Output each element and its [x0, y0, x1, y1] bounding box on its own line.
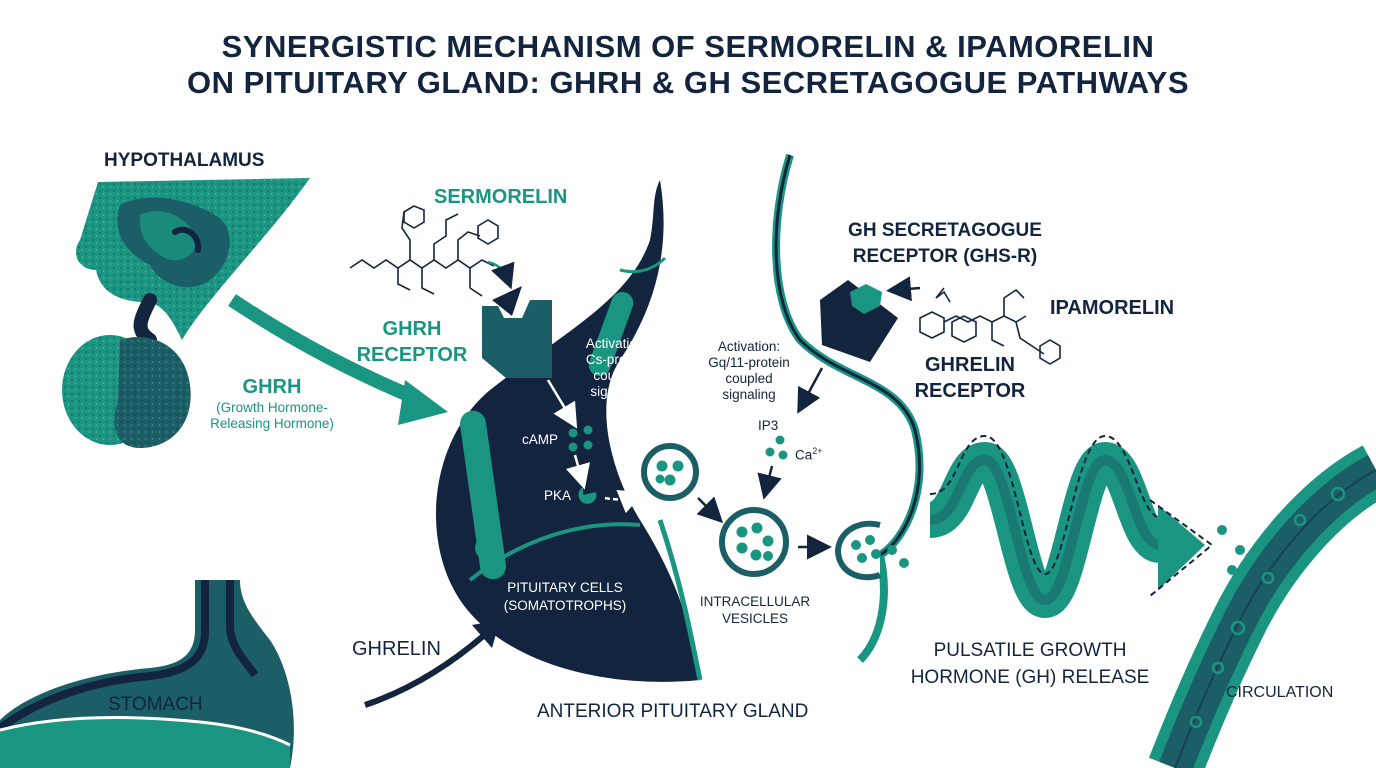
ghrelin-receptor-label-line-2: RECEPTOR [914, 380, 1026, 402]
gq-arrow-2 [757, 465, 782, 500]
anterior-pituitary-gland [436, 153, 924, 682]
ghs-receptor-label-line-1: GH SECRETAGOGUE [848, 220, 1042, 241]
gq-activation-line-3: coupled [725, 371, 773, 386]
ghrelin-arrowhead [472, 620, 500, 648]
gs-activation-line-4: signaling [590, 384, 644, 399]
ghrelin-flow-arrow [364, 629, 490, 708]
gs-activation-line-2: Cs-protein [585, 352, 649, 367]
ghrelin-label: GHRELIN [352, 638, 441, 660]
hypothalamus-illustration [62, 178, 310, 448]
gs-arrow-2 [565, 454, 590, 490]
gq-arrow-1 [797, 367, 824, 414]
ghrh-full-name-line-2: Releasing Hormone) [210, 416, 334, 431]
pka-arrow [604, 489, 645, 514]
vesicles-label-line-2: VESICLES [721, 611, 789, 626]
pka-shape [578, 487, 597, 504]
gs-arrow-1 [546, 379, 578, 429]
camp-molecules [568, 425, 593, 452]
ipamorelin-molecule [919, 287, 1061, 365]
ipamorelin-label: IPAMORELIN [1050, 297, 1175, 319]
camp-label: cAMP [522, 432, 559, 447]
sermorelin-binding-arrow [487, 260, 515, 290]
ipamorelin-binding-arrow [886, 276, 921, 302]
vesicle-2 [719, 507, 789, 577]
ghrh-receptor-label-line-1: GHRH [382, 318, 442, 340]
gh-release-label-line-1: PULSATILE GROWTH [933, 640, 1127, 661]
pulsatile-gh-wave [926, 434, 1273, 619]
ghrelin-receptor-shape [820, 280, 898, 362]
vesicle-1 [641, 443, 699, 501]
gq-activation-line-2: Gq/11-protein [708, 355, 790, 370]
vesicles-label-line-1: INTRACELLULAR [699, 594, 811, 609]
calcium-symbol: Ca [795, 447, 813, 463]
diagram-title-line-1: SYNERGISTIC MECHANISM OF SERMORELIN & IP… [221, 29, 1155, 64]
stomach-label: STOMACH [108, 694, 203, 715]
calcium-label: Ca2+ [795, 446, 823, 463]
gs-activation-line-3: coupled [593, 368, 641, 383]
ghrh-flow-arrow [228, 294, 423, 407]
sermorelin-molecule [349, 205, 499, 297]
gh-release-label-line-2: HORMONE (GH) RELEASE [910, 667, 1150, 688]
gq-activation-line-4: signaling [722, 387, 776, 402]
sermorelin-label: SERMORELIN [434, 186, 568, 208]
stomach-illustration [0, 580, 294, 768]
ghs-receptor-label-line-2: RECEPTOR (GHS-R) [852, 246, 1038, 267]
vesicle-exocytosis [834, 520, 909, 581]
anterior-pituitary-gland-label: ANTERIOR PITUITARY GLAND [537, 701, 809, 722]
pituitary-cells-line-1: PITUITARY CELLS [507, 580, 623, 595]
ghrelin-receptor-label-line-1: GHRELIN [925, 354, 1015, 376]
ghrh-full-name-line-1: (Growth Hormone- [216, 400, 328, 415]
vesicle-arrow-1 [696, 496, 724, 524]
pituitary-cells-line-2: (SOMATOTROPHS) [503, 598, 627, 613]
ghrh-receptor-shape [482, 286, 552, 378]
pka-label: PKA [544, 488, 572, 503]
gq-activation-line-1: Activation: [717, 339, 781, 354]
ghrh-receptor-label-line-2: RECEPTOR [356, 344, 468, 366]
ip3-label: IP3 [758, 418, 779, 433]
ip3-calcium-molecules [765, 435, 788, 460]
calcium-charge: 2+ [812, 446, 823, 456]
blood-vessel [1148, 445, 1376, 768]
ghrh-arrowhead [398, 380, 448, 425]
hypothalamus-label: HYPOTHALAMUS [104, 150, 265, 171]
gs-activation-line-1: Activation: [585, 336, 649, 351]
diagram-title-line-2: ON PITUITARY GLAND: GHRH & GH SECRETAGOG… [186, 65, 1190, 100]
ghrh-label: GHRH [242, 376, 302, 398]
circulation-label: CIRCULATION [1226, 684, 1334, 701]
